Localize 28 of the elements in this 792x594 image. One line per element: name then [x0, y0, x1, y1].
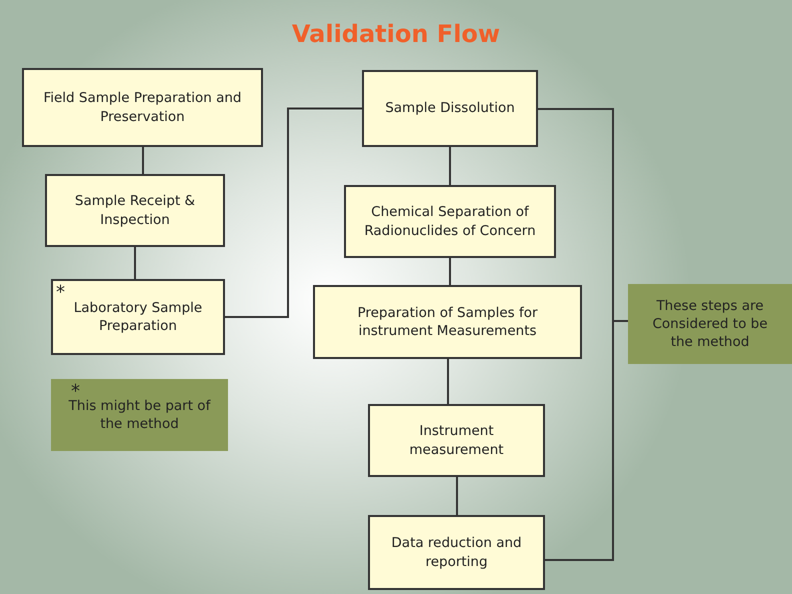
connector-line	[142, 147, 144, 174]
connector-line	[449, 258, 451, 285]
box-label: Preparation of Samples for instrument Measurements	[356, 304, 539, 340]
process-box	[22, 68, 263, 147]
box-label: Instrument measurement	[408, 422, 505, 459]
connector-line	[134, 247, 136, 279]
process-box	[368, 404, 545, 477]
note-box	[628, 284, 792, 364]
process-box	[368, 515, 545, 590]
box-label: Field Sample Preparation and Preservation	[42, 89, 243, 126]
process-box	[344, 185, 556, 258]
process-box	[362, 70, 538, 147]
connector-line	[447, 359, 449, 404]
box-label: These steps are Considered to be the method	[651, 296, 769, 352]
process-box	[45, 174, 225, 247]
box-label: Laboratory Sample Preparation	[72, 298, 204, 336]
connector-line	[225, 108, 362, 318]
connector-line	[456, 477, 458, 515]
box-label: Sample Dissolution	[384, 99, 516, 118]
process-box	[313, 285, 582, 359]
box-label: Data reduction and reporting	[390, 534, 523, 571]
process-box	[51, 279, 225, 355]
asterisk: *	[56, 284, 65, 302]
box-label: Chemical Separation of Radionuclides of Concern	[363, 203, 537, 240]
note-box	[51, 379, 228, 451]
connector-line	[449, 147, 451, 185]
diagram-title: Validation Flow	[290, 20, 502, 48]
box-label: Sample Receipt & Inspection	[74, 192, 196, 229]
